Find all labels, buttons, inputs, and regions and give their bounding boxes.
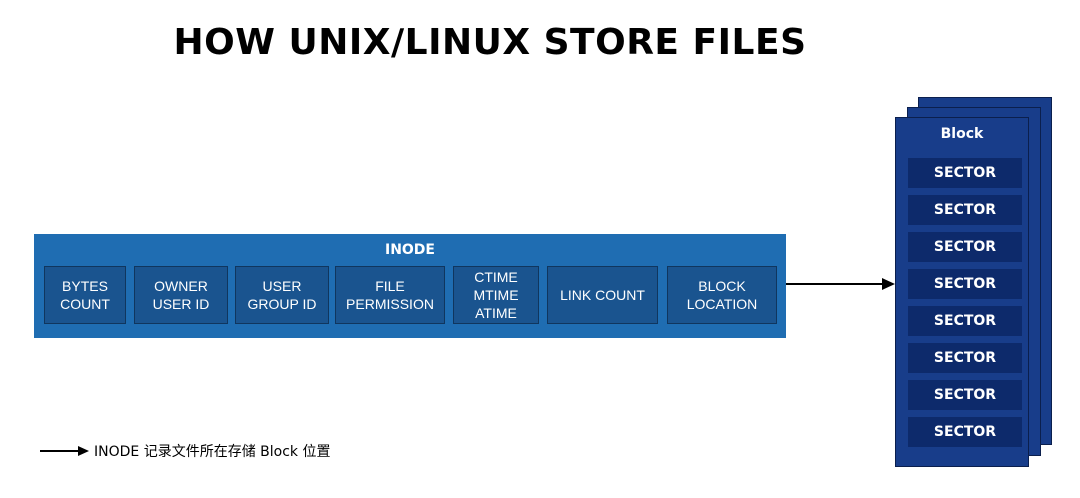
inode-label: INODE	[384, 242, 435, 258]
inode-to-block-arrowhead	[882, 278, 895, 290]
sector-8: SECTOR	[908, 417, 1022, 447]
page-title: HOW UNIX/LINUX STORE FILES	[173, 22, 807, 63]
inode-field-bytes-count: BYTES COUNT	[44, 266, 126, 324]
inode-field-block-location: BLOCK LOCATION	[667, 266, 777, 324]
sector-2: SECTOR	[908, 195, 1022, 225]
sector-3: SECTOR	[908, 232, 1022, 262]
sector-7: SECTOR	[908, 380, 1022, 410]
legend-arrow-icon	[40, 445, 90, 457]
sector-6: SECTOR	[908, 343, 1022, 373]
sector-4: SECTOR	[908, 269, 1022, 299]
inode-field-link-count: LINK COUNT	[547, 266, 658, 324]
sector-1: SECTOR	[908, 158, 1022, 188]
inode-field-user-group-id: USER GROUP ID	[235, 266, 329, 324]
inode-field-file-permission: FILE PERMISSION	[335, 266, 445, 324]
inode-field-times: CTIME MTIME ATIME	[453, 266, 539, 324]
inode-box: INODE BYTES COUNT OWNER USER ID USER GRO…	[34, 234, 786, 338]
sector-5: SECTOR	[908, 306, 1022, 336]
inode-to-block-arrow	[786, 283, 888, 285]
block-card: Block SECTOR SECTOR SECTOR SECTOR SECTOR…	[895, 117, 1029, 467]
block-label: Block	[940, 126, 984, 142]
inode-field-owner-user-id: OWNER USER ID	[134, 266, 228, 324]
legend-text: INODE 记录文件所在存储 Block 位置	[94, 444, 331, 460]
legend: INODE 记录文件所在存储 Block 位置	[40, 440, 330, 462]
